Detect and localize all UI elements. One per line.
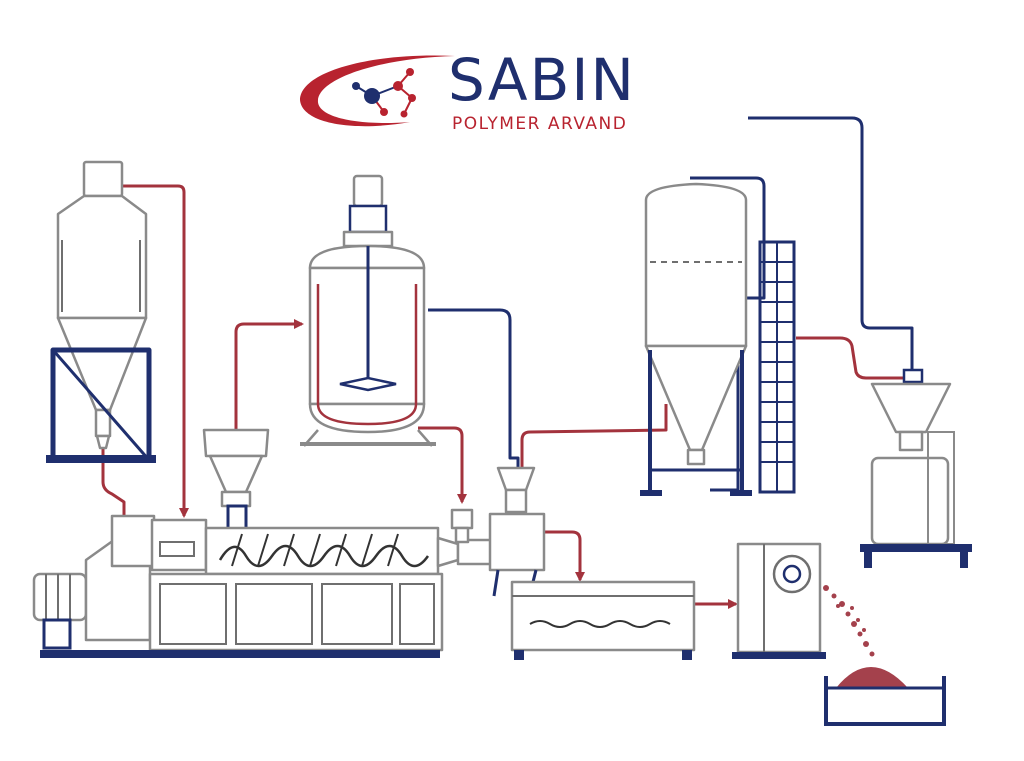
logo-swoosh-icon <box>300 55 455 127</box>
logo-subtitle: POLYMER ARVAND <box>452 114 627 134</box>
storage-silo <box>640 182 752 496</box>
pipe-silo-to-hopper <box>520 404 668 470</box>
pipe-silo-to-bagging <box>796 336 904 380</box>
feed-hopper <box>202 428 270 532</box>
pipe-reactor-to-feeder <box>418 426 467 504</box>
pelletizer <box>732 542 826 659</box>
cyclone-silo <box>46 160 156 463</box>
pipe-die-to-bath <box>544 530 585 582</box>
ladder-tower <box>758 240 796 494</box>
mixing-reactor <box>300 174 436 447</box>
pipe-silo-outlet <box>101 446 126 520</box>
pipe-hopper-to-reactor <box>234 319 304 430</box>
logo-title: SABIN <box>448 46 636 114</box>
pipe-top-to-bagging <box>748 116 914 372</box>
side-feeder <box>450 508 474 544</box>
bagging-station <box>860 368 972 568</box>
twin-screw-extruder <box>32 514 494 658</box>
molecule-icon <box>352 68 416 118</box>
falling-granules <box>823 585 875 657</box>
pipe-cyclone-to-feeder <box>122 184 189 518</box>
pipe-reactor-to-hopper <box>428 308 520 470</box>
storage-silo-legs <box>640 350 752 496</box>
silo-support-frame <box>46 347 156 463</box>
company-logo: SABIN POLYMER ARVAND <box>300 46 636 134</box>
granule-collection-bin <box>824 667 946 726</box>
pipe-silo-vent <box>690 176 766 492</box>
die-head <box>488 466 546 597</box>
pipes <box>101 116 914 609</box>
cooling-water-bath <box>510 580 696 660</box>
